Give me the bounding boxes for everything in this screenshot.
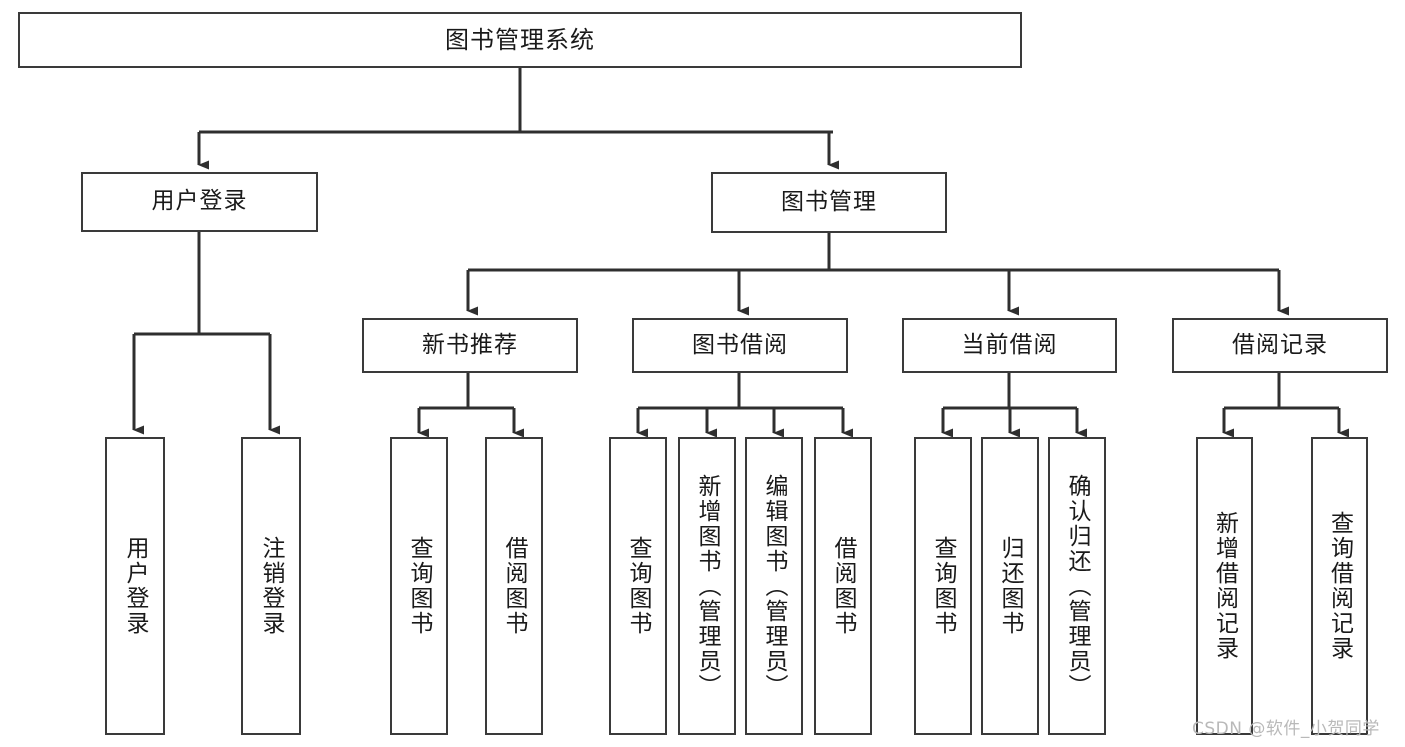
leaf-borrow-record-1[interactable]: 新增借阅记录 [1196,437,1253,735]
leaf-current-borrow-1-label: 查询图书 [930,536,957,636]
leaf-borrow-record-2[interactable]: 查询借阅记录 [1311,437,1368,735]
node-book-manage-label: 图书管理 [781,188,877,215]
node-current-borrow[interactable]: 当前借阅 [902,318,1117,373]
node-user-login-label: 用户登录 [151,188,248,215]
node-root-system[interactable]: 图书管理系统 [18,12,1022,68]
leaf-user-login-2-label: 注销登录 [258,536,285,636]
node-borrow-record-label: 借阅记录 [1232,331,1328,358]
leaf-book-borrow-1[interactable]: 查询图书 [609,437,667,735]
node-book-manage[interactable]: 图书管理 [711,172,947,233]
leaf-book-borrow-4[interactable]: 借阅图书 [814,437,872,735]
leaf-borrow-record-1-label: 新增借阅记录 [1211,511,1238,661]
leaf-user-login-1[interactable]: 用户登录 [105,437,165,735]
node-current-borrow-label: 当前借阅 [961,331,1058,358]
leaf-user-login-2[interactable]: 注销登录 [241,437,301,735]
leaf-book-borrow-4-label: 借阅图书 [830,536,857,636]
leaf-new-book-2[interactable]: 借阅图书 [485,437,543,735]
leaf-current-borrow-2[interactable]: 归还图书 [981,437,1039,735]
node-root-system-label: 图书管理系统 [445,25,595,54]
node-new-book-recommend-label: 新书推荐 [422,331,518,358]
node-book-borrow[interactable]: 图书借阅 [632,318,848,373]
leaf-current-borrow-2-label: 归还图书 [997,536,1024,636]
leaf-new-book-1-label: 查询图书 [406,536,433,636]
leaf-book-borrow-2-label: 新增图书（管理员） [694,473,721,699]
node-new-book-recommend[interactable]: 新书推荐 [362,318,578,373]
leaf-current-borrow-3[interactable]: 确认归还（管理员） [1048,437,1106,735]
leaf-borrow-record-2-label: 查询借阅记录 [1326,511,1353,661]
leaf-current-borrow-1[interactable]: 查询图书 [914,437,972,735]
node-user-login[interactable]: 用户登录 [81,172,318,232]
leaf-current-borrow-3-label: 确认归还（管理员） [1064,473,1091,699]
leaf-book-borrow-2[interactable]: 新增图书（管理员） [678,437,736,735]
leaf-new-book-2-label: 借阅图书 [501,536,528,636]
leaf-new-book-1[interactable]: 查询图书 [390,437,448,735]
csdn-watermark: CSDN @软件_小贺同学 [1192,719,1380,739]
leaf-book-borrow-3-label: 编辑图书（管理员） [761,473,788,699]
leaf-book-borrow-3[interactable]: 编辑图书（管理员） [745,437,803,735]
leaf-book-borrow-1-label: 查询图书 [625,536,652,636]
leaf-user-login-1-label: 用户登录 [122,536,149,636]
node-book-borrow-label: 图书借阅 [692,331,788,358]
node-borrow-record[interactable]: 借阅记录 [1172,318,1388,373]
